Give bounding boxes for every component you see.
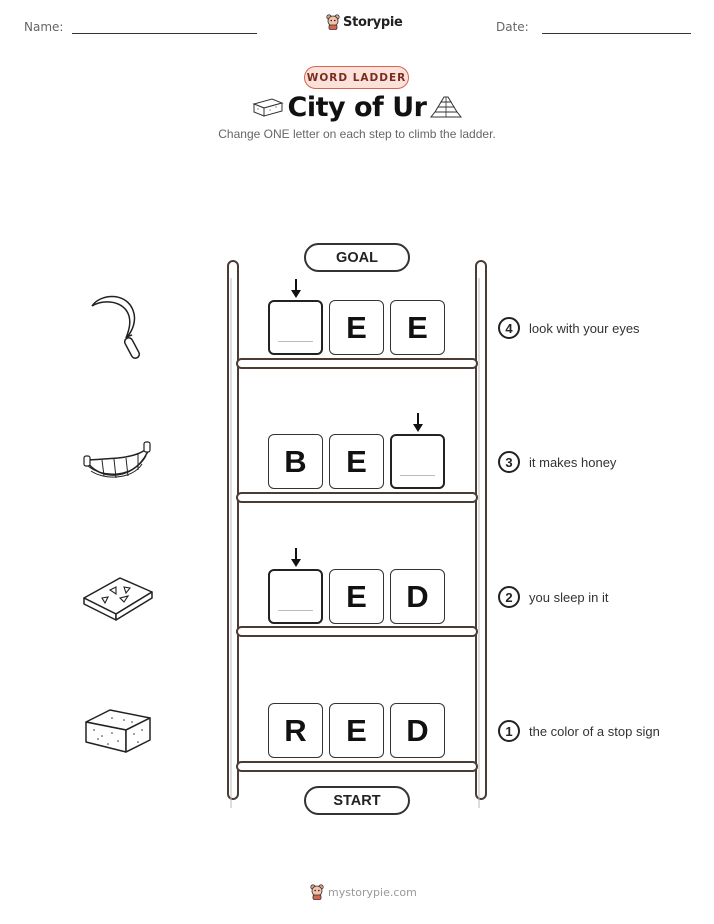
- clay-tablet-icon: [83, 577, 153, 621]
- letter-tile: E: [329, 703, 384, 758]
- letter-tile: E: [390, 300, 445, 355]
- date-label: Date:: [496, 20, 529, 34]
- clue-text: it makes honey: [529, 455, 617, 470]
- clue-number: 1: [498, 720, 520, 742]
- date-line[interactable]: [542, 33, 691, 34]
- letter-tile-blank[interactable]: [268, 300, 323, 355]
- clue-text: you sleep in it: [529, 590, 609, 605]
- mud-brick-icon: [85, 709, 151, 753]
- footer: mystorypie.com: [310, 884, 417, 900]
- letter-tile-blank[interactable]: [390, 434, 445, 489]
- bear-mascot-icon: [310, 884, 324, 900]
- letter-tile: R: [268, 703, 323, 758]
- name-label: Name:: [24, 20, 64, 34]
- instructions: Change ONE letter on each step to climb …: [218, 127, 496, 141]
- clue-text: look with your eyes: [529, 321, 640, 336]
- letter-tile: E: [329, 569, 384, 624]
- logo-text: Storypie: [343, 14, 403, 30]
- ziggurat-icon: [429, 96, 463, 118]
- letter-tile: E: [329, 434, 384, 489]
- footer-link[interactable]: mystorypie.com: [328, 885, 417, 899]
- sickle-icon: [91, 295, 141, 359]
- ladder: [227, 260, 487, 808]
- name-line[interactable]: [72, 33, 257, 34]
- bear-mascot-icon: [326, 14, 340, 30]
- change-arrow-icon: [291, 548, 301, 567]
- letter-tile: B: [268, 434, 323, 489]
- clue-number: 4: [498, 317, 520, 339]
- storypie-logo: Storypie: [326, 14, 403, 30]
- clue-number: 2: [498, 586, 520, 608]
- brick-icon: [252, 98, 284, 117]
- clue-text: the color of a stop sign: [529, 724, 660, 739]
- letter-tile: D: [390, 703, 445, 758]
- reed-boat-icon: [83, 441, 151, 479]
- letter-tile-blank[interactable]: [268, 569, 323, 624]
- word-ladder-badge: WORD LADDER: [304, 66, 409, 89]
- letter-tile: E: [329, 300, 384, 355]
- change-arrow-icon: [291, 279, 301, 298]
- change-arrow-icon: [413, 413, 423, 432]
- goal-label: GOAL: [304, 243, 410, 272]
- letter-tile: D: [390, 569, 445, 624]
- page-title: City of Ur: [287, 92, 427, 123]
- start-label: START: [304, 786, 410, 815]
- clue-number: 3: [498, 451, 520, 473]
